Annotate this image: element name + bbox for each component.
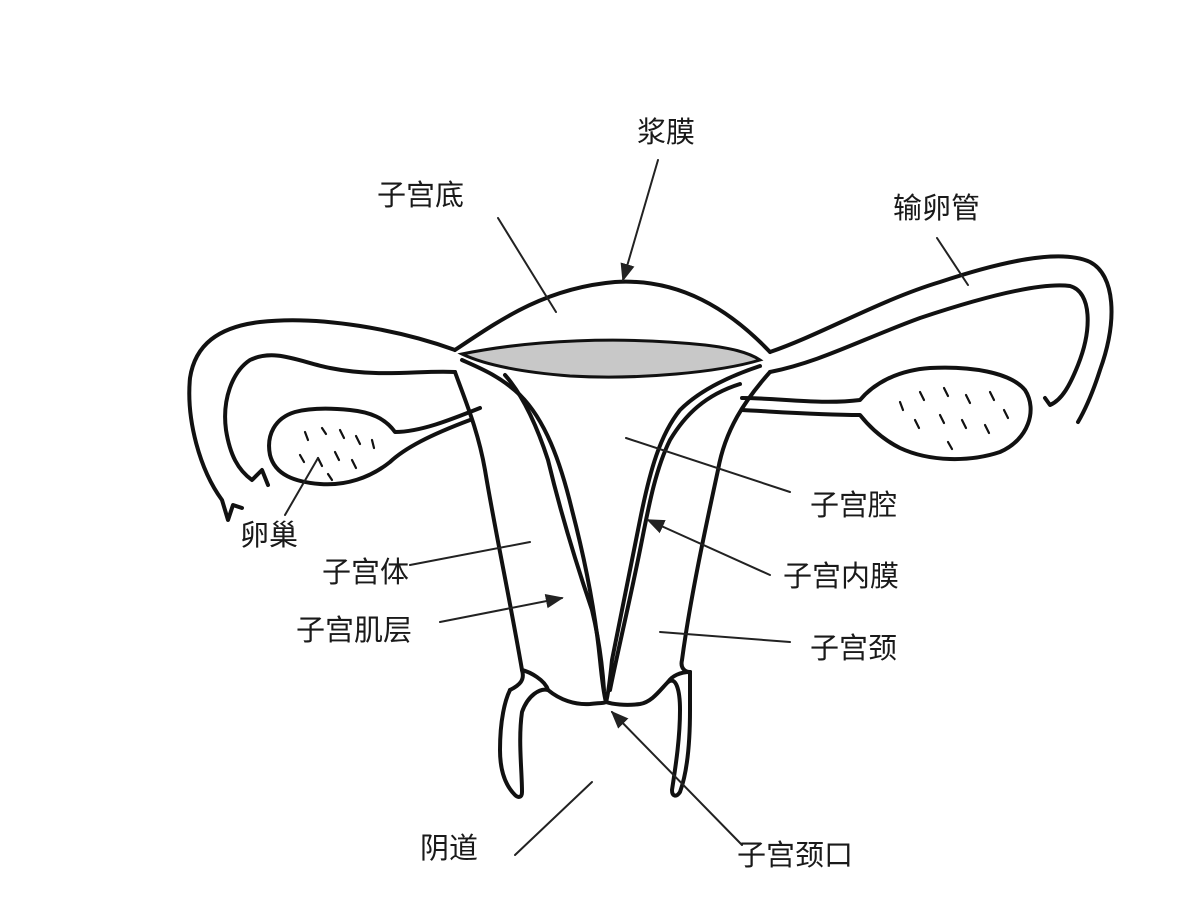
labels: 浆膜 子宫底 输卵管 子宫腔 卵巢 子宫体 子宫内膜 子宫肌层 子宫颈 阴道 子… <box>240 115 980 872</box>
uterine-cavity-fill <box>457 338 764 379</box>
left-ovary <box>267 406 482 487</box>
leader-lines <box>284 159 969 856</box>
left-fallopian-tube <box>187 318 457 522</box>
label-cervix: 子宫颈 <box>810 631 897 665</box>
label-fundus: 子宫底 <box>377 178 464 212</box>
label-serosa: 浆膜 <box>637 115 695 149</box>
leader-endometrium <box>646 519 771 576</box>
label-uterine-body: 子宫体 <box>322 555 409 589</box>
endometrium-walls <box>460 358 762 704</box>
right-fallopian-tube <box>768 254 1114 424</box>
leader-uterine-body <box>409 541 531 566</box>
leader-uterine-cavity <box>625 437 791 493</box>
label-cervical-os: 子宫颈口 <box>737 838 853 872</box>
leader-myometrium <box>439 594 564 623</box>
leader-serosa <box>620 159 659 282</box>
leader-ovary <box>284 457 319 516</box>
label-uterine-cavity: 子宫腔 <box>810 488 897 522</box>
leader-cervical-os <box>610 710 743 846</box>
label-ovary: 卵巢 <box>240 518 298 552</box>
right-ovary <box>740 365 1033 462</box>
label-endometrium: 子宫内膜 <box>783 559 899 593</box>
leader-fallopian-tube <box>936 237 969 286</box>
cervix-vagina <box>498 668 692 799</box>
label-fallopian-tube: 输卵管 <box>893 191 980 225</box>
leader-vagina <box>514 781 593 856</box>
leader-fundus <box>497 217 557 313</box>
label-myometrium: 子宫肌层 <box>296 613 412 647</box>
leader-cervix <box>659 631 791 643</box>
label-vagina: 阴道 <box>420 831 478 865</box>
